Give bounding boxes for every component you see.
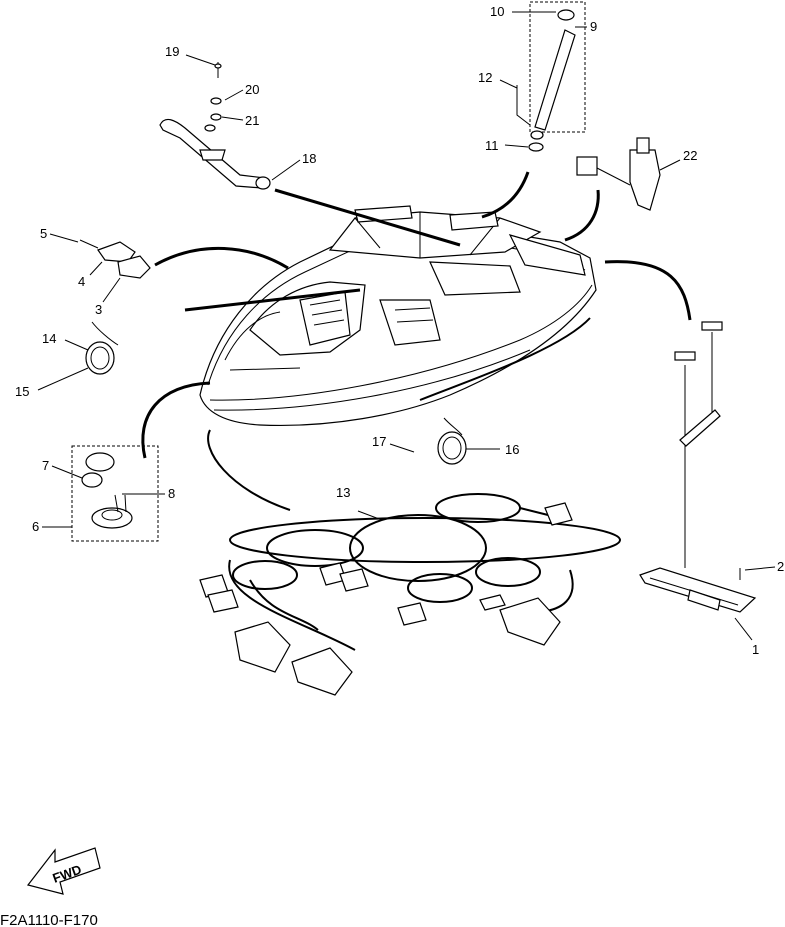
- callout-13: 13: [336, 485, 350, 500]
- callout-22: 22: [683, 148, 697, 163]
- callout-19: 19: [165, 44, 179, 59]
- callout-4: 4: [78, 274, 85, 289]
- callout-9: 9: [590, 19, 597, 34]
- drawing-code: F2A1110-F170: [0, 912, 98, 927]
- callout-11: 11: [485, 138, 499, 153]
- callout-10: 10: [490, 4, 504, 19]
- callout-14: 14: [42, 331, 56, 346]
- part-16-17: [437, 417, 467, 465]
- boat-hull: [199, 205, 597, 427]
- callout-labels: 1 2 3 4 5 6 7 8 9 10 11 12 13 14 15 16 1…: [15, 4, 784, 657]
- callout-12: 12: [478, 70, 492, 85]
- callout-6: 6: [32, 519, 39, 534]
- part-13-wire-harness: [199, 493, 621, 696]
- part-14-15: [85, 321, 119, 375]
- callout-1: 1: [752, 642, 759, 657]
- callout-16: 16: [505, 442, 519, 457]
- callout-5: 5: [40, 226, 47, 241]
- part-3-4-5: [79, 239, 151, 279]
- leader-arrows: [141, 171, 692, 511]
- part-1-2: [639, 321, 757, 613]
- callout-2: 2: [777, 559, 784, 574]
- part-22: [576, 137, 661, 211]
- callout-21: 21: [245, 113, 259, 128]
- part-9-10-11-12: [516, 1, 586, 152]
- callout-leaders: [37, 11, 776, 641]
- part-6-7-8: [71, 445, 159, 542]
- callout-8: 8: [168, 486, 175, 501]
- callout-18: 18: [302, 151, 316, 166]
- callout-15: 15: [15, 384, 29, 399]
- part-18-rail: [159, 62, 271, 190]
- callout-17: 17: [372, 434, 386, 449]
- callout-7: 7: [42, 458, 49, 473]
- fwd-arrow-icon: FWD: [26, 847, 101, 895]
- callout-3: 3: [95, 302, 102, 317]
- callout-20: 20: [245, 82, 259, 97]
